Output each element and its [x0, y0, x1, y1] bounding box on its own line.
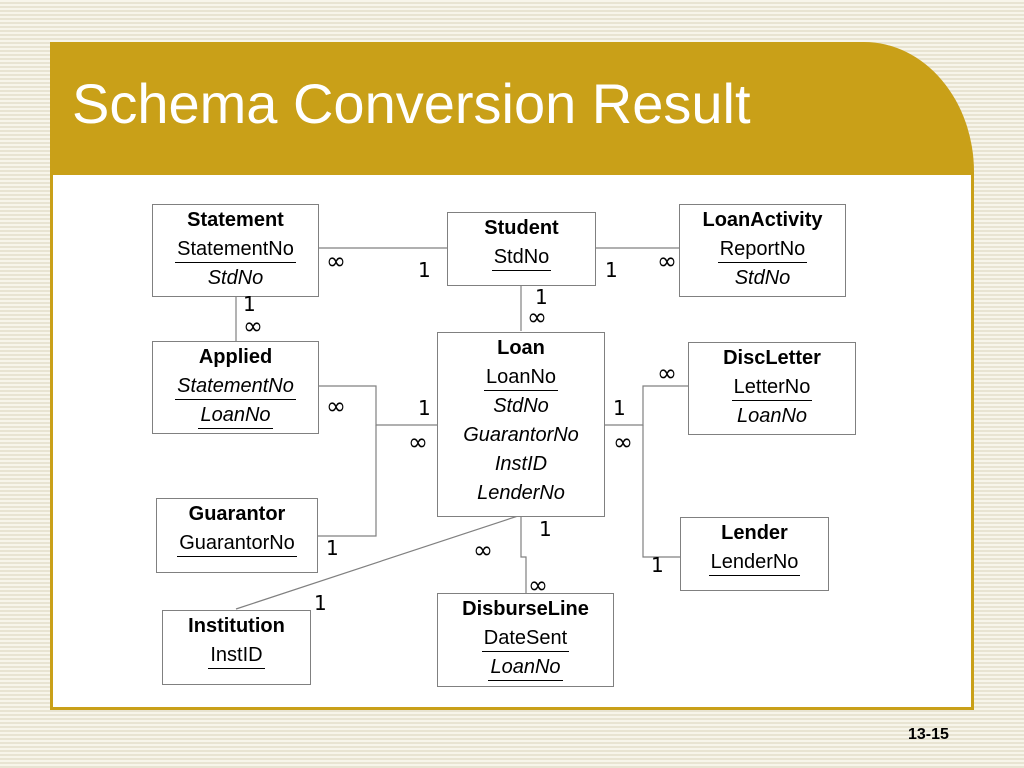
attribute-primary-key: ReportNo: [680, 235, 845, 264]
attribute-primary-key: InstID: [163, 641, 310, 670]
attribute-primary-key: GuarantorNo: [157, 529, 317, 558]
entity-institution: Institution InstID: [162, 610, 311, 685]
cardinality-many: ∞: [528, 571, 548, 599]
slide-frame: Schema Conversion Result Statem: [50, 42, 974, 710]
cardinality-many: ∞: [243, 312, 263, 340]
content-area: Statement StatementNo StdNo Student StdN…: [50, 172, 974, 710]
entity-name: Institution: [188, 615, 285, 637]
cardinality-one: 1: [326, 536, 339, 560]
cardinality-one: 1: [314, 591, 327, 615]
attribute-foreign-key: StdNo: [734, 267, 791, 289]
entity-loan: Loan LoanNo StdNo GuarantorNo InstID Len…: [437, 332, 605, 517]
entity-name: DiscLetter: [723, 347, 821, 369]
attribute-primary-key: LetterNo: [689, 373, 855, 402]
entity-student: Student StdNo: [447, 212, 596, 286]
entity-applied: Applied StatementNo LoanNo: [152, 341, 319, 434]
cardinality-one: 1: [613, 396, 626, 420]
cardinality-many: ∞: [613, 428, 633, 456]
relationship-lines: [235, 247, 688, 610]
attribute-foreign-key: StdNo: [493, 395, 549, 417]
attribute-primary-key: StatementNo: [153, 235, 318, 264]
attribute-foreign-key: StdNo: [207, 267, 264, 289]
cardinality-one: 1: [243, 292, 256, 316]
title-bar: Schema Conversion Result: [50, 42, 974, 172]
entity-name: Student: [484, 217, 559, 239]
cardinality-one: 1: [418, 258, 431, 282]
cardinality-many: ∞: [326, 392, 346, 420]
cardinality-many: ∞: [473, 536, 493, 564]
attribute-foreign-key: LenderNo: [477, 482, 565, 504]
attribute-primary-key: StdNo: [448, 243, 595, 272]
cardinality-one: 1: [418, 396, 431, 420]
attribute-primary-foreign-key: LoanNo: [153, 401, 318, 430]
line-loan-discletter: [604, 385, 688, 426]
entity-statement: Statement StatementNo StdNo: [152, 204, 319, 297]
attribute-primary-key: LoanNo: [438, 363, 604, 392]
attribute-foreign-key: InstID: [494, 453, 548, 475]
cardinality-many: ∞: [657, 247, 677, 275]
cardinality-many: ∞: [527, 303, 547, 331]
cardinality-one: 1: [651, 553, 664, 577]
cardinality-one: 1: [605, 258, 618, 282]
line-institution-loan: [235, 514, 522, 610]
line-guarantor-loan: [317, 425, 377, 537]
page-number: 13-15: [908, 726, 949, 743]
diagram-canvas: Statement StatementNo StdNo Student StdN…: [53, 175, 971, 707]
entity-guarantor: Guarantor GuarantorNo: [156, 498, 318, 573]
entity-loanactivity: LoanActivity ReportNo StdNo: [679, 204, 846, 297]
cardinality-many: ∞: [657, 359, 677, 387]
cardinality-one: 1: [535, 285, 548, 309]
entity-name: Guarantor: [188, 503, 286, 525]
line-loan-disburseline: [520, 515, 527, 593]
cardinality-one: 1: [539, 517, 552, 541]
entity-name: Lender: [721, 522, 788, 544]
line-applied-loan: [319, 385, 437, 426]
line-lender-loan: [642, 425, 680, 558]
attribute-primary-key: LenderNo: [681, 548, 828, 577]
cardinality-many: ∞: [408, 428, 428, 456]
slide-title: Schema Conversion Result: [72, 72, 751, 135]
entity-name: Statement: [187, 209, 284, 231]
entity-name: LoanActivity: [702, 209, 823, 231]
entity-name: DisburseLine: [462, 598, 589, 620]
entity-disburseline: DisburseLine DateSent LoanNo: [437, 593, 614, 687]
attribute-primary-key: DateSent: [438, 624, 613, 653]
attribute-primary-foreign-key: LoanNo: [438, 653, 613, 682]
entity-discletter: DiscLetter LetterNo LoanNo: [688, 342, 856, 435]
entity-lender: Lender LenderNo: [680, 517, 829, 591]
attribute-foreign-key: LoanNo: [736, 405, 808, 427]
entity-name: Loan: [497, 337, 545, 359]
cardinality-many: ∞: [326, 247, 346, 275]
attribute-primary-foreign-key: StatementNo: [153, 372, 318, 401]
entity-name: Applied: [198, 346, 273, 368]
attribute-foreign-key: GuarantorNo: [463, 424, 579, 446]
